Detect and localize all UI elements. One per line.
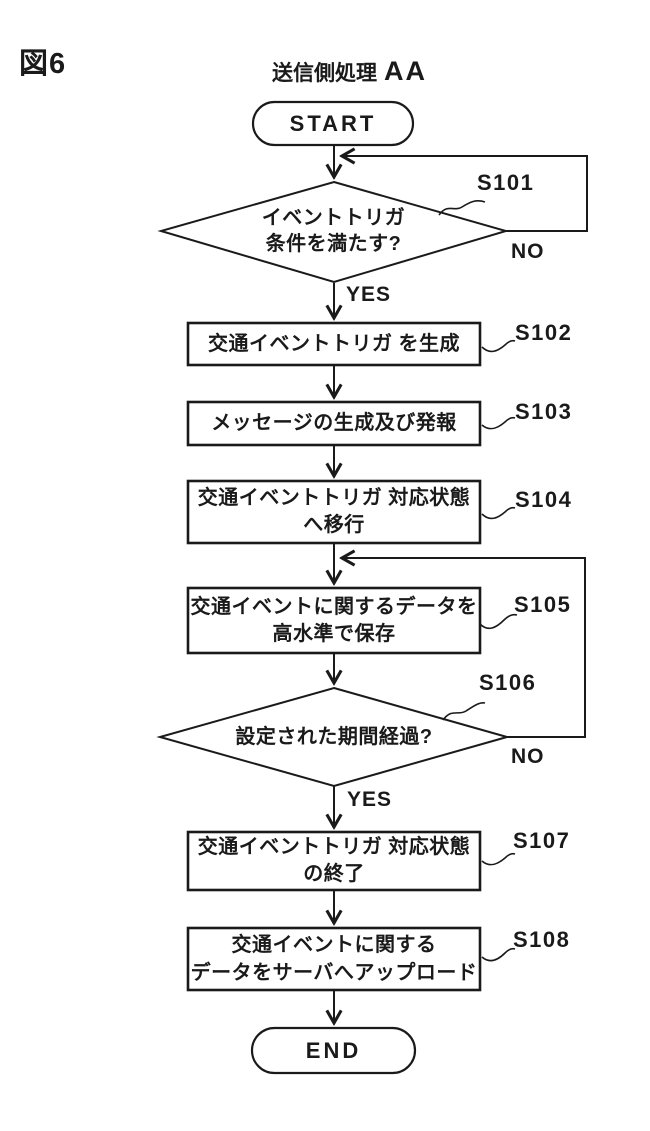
process-s103-line1: メッセージの生成及び発報 — [211, 412, 457, 434]
step-label-s103: S103 — [515, 399, 573, 424]
arrow-s106-no-loop — [342, 558, 586, 738]
process-s105-line2: 高水準で保存 — [272, 622, 396, 645]
s106-yes-label: YES — [347, 788, 393, 811]
process-s105-shape — [186, 586, 482, 655]
step-label-s101: S101 — [477, 170, 535, 195]
s106-no-label: NO — [511, 745, 545, 768]
process-s108-line1: 交通イベントに関する — [231, 934, 437, 956]
flow-title-code: AA — [384, 56, 427, 86]
s101-yes-label: YES — [346, 283, 392, 306]
flow-title-text: 送信側処理 — [272, 62, 377, 85]
process-s107-line1: 交通イベントトリガ 対応状態 — [197, 836, 471, 858]
decision-s106-shape — [156, 686, 511, 788]
process-s102-line1: 交通イベントトリガ を生成 — [207, 332, 461, 355]
step-label-s104: S104 — [515, 487, 573, 512]
figure-number-label: 図6 — [19, 48, 67, 80]
process-s108-text: 交通イベントに関する データをサーバへアップロード — [188, 928, 480, 990]
leader-s106 — [442, 702, 486, 721]
leader-s108 — [481, 947, 516, 962]
process-s108-shape — [186, 926, 482, 992]
decision-s101-shape — [157, 180, 510, 284]
leader-s102 — [481, 339, 516, 353]
step-label-s106: S106 — [479, 670, 537, 695]
process-s107-line2: の終了 — [303, 863, 365, 885]
end-terminal-shape — [250, 1026, 417, 1075]
arrow-s101-no-loop — [342, 156, 588, 232]
step-label-s105: S105 — [514, 592, 572, 617]
process-s104-line2: へ移行 — [303, 514, 365, 536]
process-s107-text: 交通イベントトリガ 対応状態 の終了 — [188, 832, 480, 890]
decision-s106-line1: 設定された期間経過? — [235, 725, 433, 748]
process-s104-line1: 交通イベントトリガ 対応状態 — [197, 487, 471, 509]
process-s104-text: 交通イベントトリガ 対応状態 へ移行 — [188, 481, 480, 543]
decision-s101-line1: イベントトリガ — [261, 207, 406, 229]
step-label-s107: S107 — [513, 828, 571, 853]
process-s102-text: 交通イベントトリガ を生成 — [188, 323, 480, 365]
step-label-s108: S108 — [513, 927, 571, 952]
process-s103-shape — [186, 400, 482, 447]
end-terminal-label: END — [305, 1038, 362, 1063]
leader-s101 — [438, 200, 486, 216]
start-terminal-shape — [251, 100, 415, 147]
process-s105-line1: 交通イベントに関するデータを — [190, 595, 478, 618]
process-s105-text: 交通イベントに関するデータを 高水準で保存 — [188, 588, 480, 653]
leader-s107 — [481, 852, 516, 866]
process-s108-line2: データをサーバへアップロード — [190, 962, 478, 984]
start-terminal-label: START — [289, 111, 377, 136]
step-label-s102: S102 — [515, 320, 573, 345]
process-s103-text: メッセージの生成及び発報 — [188, 402, 480, 445]
flow-title: 送信側処理 AA — [272, 56, 427, 87]
leader-s105 — [479, 613, 518, 630]
process-s107-shape — [186, 830, 482, 892]
s101-no-label: NO — [511, 240, 545, 263]
decision-s106-text: 設定された期間経過? — [161, 723, 507, 751]
process-s102-shape — [186, 321, 482, 367]
leader-s103 — [481, 416, 516, 430]
decision-s101-line2: 条件を満たす? — [265, 233, 402, 255]
leader-s104 — [481, 506, 516, 520]
decision-s101-text: イベントトリガ 条件を満たす? — [161, 195, 506, 267]
process-s104-shape — [186, 479, 482, 545]
